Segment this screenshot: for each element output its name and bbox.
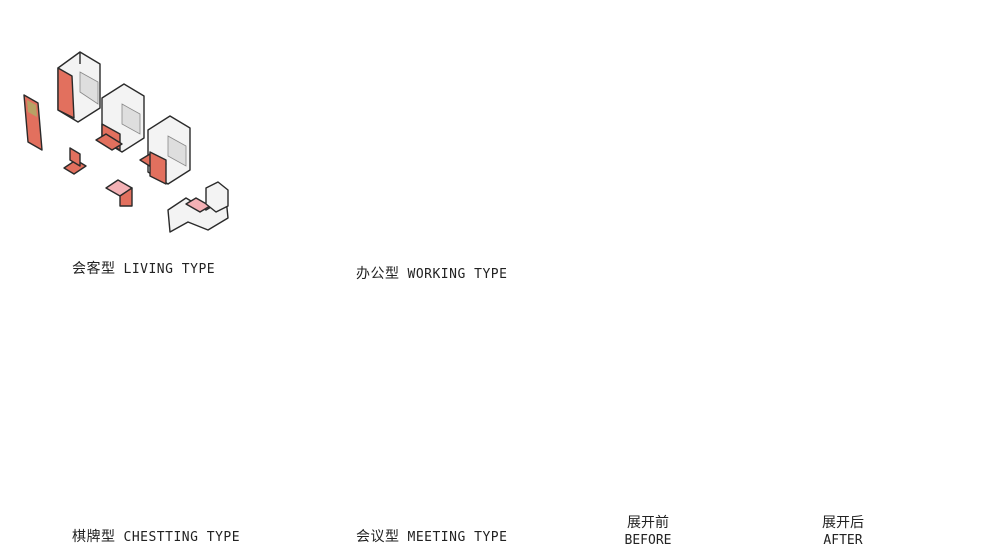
caption-living: 会客型 LIVING TYPE — [72, 258, 215, 278]
caption-chess-zh: 棋牌型 — [72, 529, 116, 545]
caption-after: 展开后 AFTER — [803, 514, 883, 550]
caption-living-zh: 会客型 — [72, 261, 116, 277]
living-stool — [63, 147, 87, 175]
living-sofa-booth-1 — [95, 83, 145, 153]
living-corner-sofa — [167, 181, 229, 233]
caption-after-en: AFTER — [823, 533, 863, 548]
caption-working: 办公型 WORKING TYPE — [356, 263, 507, 283]
living-tall-booth — [57, 51, 101, 123]
caption-meeting-en: MEETING TYPE — [407, 530, 508, 545]
caption-working-en: WORKING TYPE — [407, 267, 508, 282]
caption-before-en: BEFORE — [624, 533, 672, 548]
caption-meeting: 会议型 MEETING TYPE — [356, 526, 507, 546]
caption-chess: 棋牌型 CHESTTING TYPE — [72, 526, 240, 546]
caption-after-zh: 展开后 — [822, 515, 864, 531]
living-type-group — [23, 51, 229, 233]
caption-before: 展开前 BEFORE — [608, 514, 688, 550]
living-table — [105, 179, 133, 207]
caption-living-en: LIVING TYPE — [123, 262, 216, 277]
caption-chess-en: CHESTTING TYPE — [123, 530, 241, 545]
living-sofa-booth-2 — [139, 115, 191, 185]
caption-before-zh: 展开前 — [627, 515, 669, 531]
caption-working-zh: 办公型 — [356, 266, 400, 282]
caption-meeting-zh: 会议型 — [356, 529, 400, 545]
living-side-panel — [23, 94, 43, 151]
